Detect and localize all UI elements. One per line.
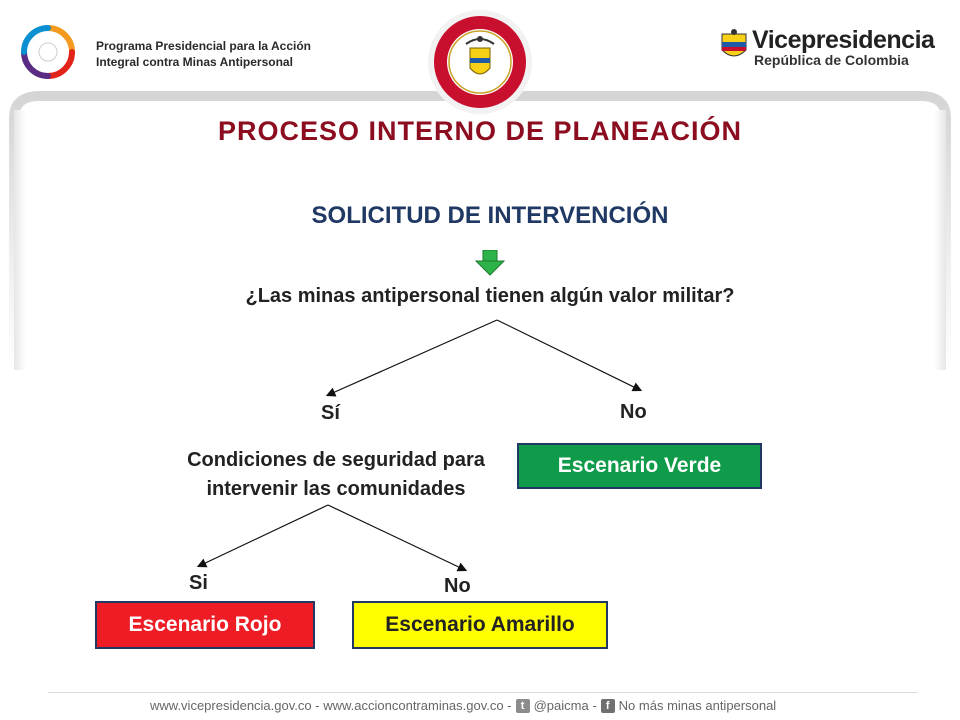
connector-no-2 bbox=[327, 504, 468, 572]
footer: www.vicepresidencia.gov.co - www.accionc… bbox=[150, 698, 776, 713]
facebook-icon: f bbox=[600, 698, 615, 713]
decision-question: ¿Las minas antipersonal tienen algún val… bbox=[245, 285, 735, 307]
escenario-amarillo-box: Escenario Amarillo bbox=[352, 601, 608, 649]
footer-link-vicepresidencia[interactable]: www.vicepresidencia.gov.co bbox=[150, 698, 312, 713]
connector-yes-2 bbox=[196, 504, 329, 568]
security-condition: Condiciones de seguridad para intervenir… bbox=[187, 449, 485, 500]
footer-separator: - bbox=[315, 698, 320, 713]
footer-link-accioncontraminas[interactable]: www.accioncontraminas.gov.co bbox=[323, 698, 504, 713]
footer-facebook-page[interactable]: No más minas antipersonal bbox=[618, 698, 777, 713]
footer-twitter-handle[interactable]: @paicma bbox=[533, 698, 589, 713]
escenario-verde-box: Escenario Verde bbox=[517, 443, 762, 489]
vicepresidencia-title: Vicepresidencia bbox=[752, 26, 935, 54]
twitter-icon: t bbox=[515, 698, 530, 713]
footer-separator: - bbox=[507, 698, 512, 713]
footer-divider bbox=[48, 692, 918, 693]
paicma-logo-icon bbox=[21, 25, 75, 79]
yes-label-2: Si bbox=[189, 572, 208, 594]
colombia-seal-icon bbox=[428, 10, 532, 114]
connector-yes-1 bbox=[325, 319, 498, 397]
yes-label-1: Sí bbox=[321, 402, 340, 424]
escenario-rojo-box: Escenario Rojo bbox=[95, 601, 315, 649]
down-arrow-icon bbox=[474, 250, 506, 276]
program-name-line2: Integral contra Minas Antipersonal bbox=[96, 55, 293, 69]
vicepresidencia-shield-icon bbox=[721, 29, 747, 57]
page-title: PROCESO INTERNO DE PLANEACIÓN bbox=[217, 116, 743, 146]
footer-separator: - bbox=[592, 698, 597, 713]
no-label-1: No bbox=[620, 401, 647, 423]
no-label-2: No bbox=[444, 575, 471, 597]
vicepresidencia-subtitle: República de Colombia bbox=[754, 52, 909, 68]
request-subtitle: SOLICITUD DE INTERVENCIÓN bbox=[311, 202, 669, 229]
connector-no-1 bbox=[496, 319, 643, 392]
program-name-line1: Programa Presidencial para la Acción bbox=[96, 39, 311, 53]
program-name: Programa Presidencial para la Acción Int… bbox=[96, 38, 311, 70]
